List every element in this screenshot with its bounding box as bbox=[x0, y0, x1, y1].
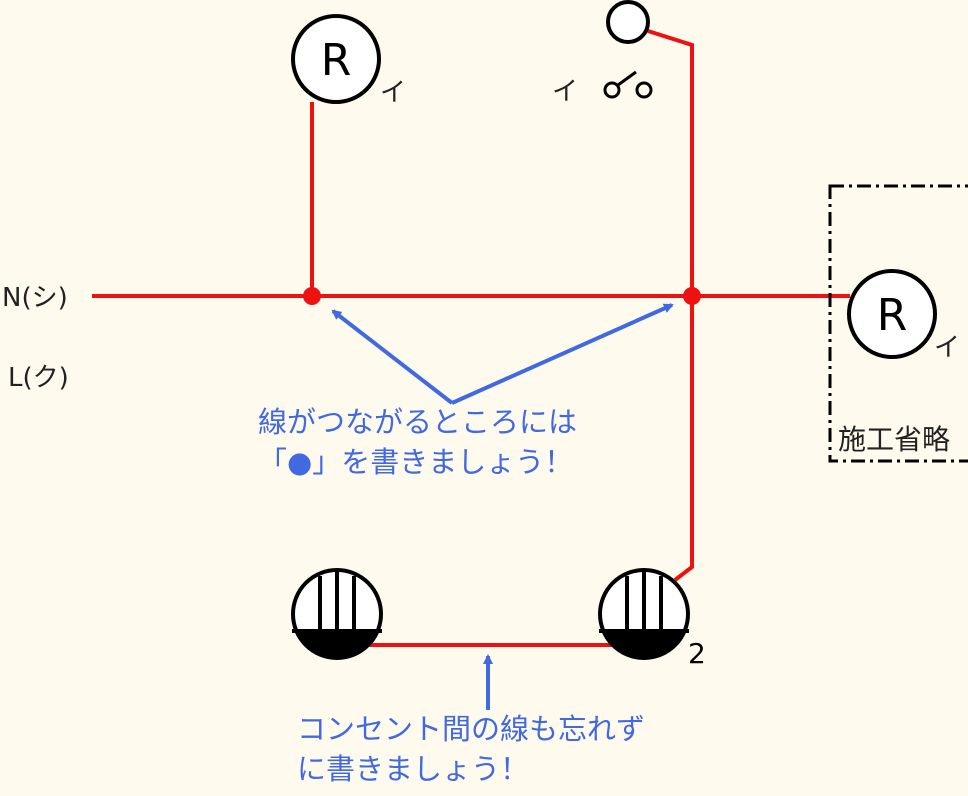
outlet-note-line: コンセント間の線も忘れず bbox=[297, 712, 645, 746]
omitted-construction-box: 施工省略 bbox=[828, 184, 968, 463]
junction-arrow-right bbox=[451, 303, 674, 405]
outlet-note: コンセント間の線も忘れず に書きましょう！ bbox=[297, 712, 645, 786]
live-wire-label: L(ク) bbox=[8, 363, 69, 393]
neutral-wire-label: N(シ) bbox=[2, 283, 68, 313]
switch-contact-right bbox=[635, 81, 653, 99]
lamp-symbol-letter: R bbox=[321, 35, 352, 86]
outlet-right: 2 bbox=[598, 568, 706, 670]
switch-box-symbol bbox=[606, 0, 650, 44]
lamp-label: イ bbox=[380, 78, 406, 108]
lamp-symbol bbox=[291, 14, 381, 104]
switch-wire bbox=[647, 29, 694, 582]
lamp-symbol bbox=[847, 269, 937, 359]
omitted-box-border bbox=[828, 184, 968, 463]
lamp-label: イ bbox=[934, 333, 960, 363]
switch-label: イ bbox=[552, 77, 578, 107]
outlet-outline bbox=[291, 568, 383, 660]
outlet-outline bbox=[598, 568, 690, 660]
junction-note-line: 線がつながるところには bbox=[258, 405, 577, 439]
switch-blade bbox=[617, 70, 637, 87]
lamp-right: R イ bbox=[847, 269, 960, 363]
lamp-top: R イ bbox=[291, 14, 406, 108]
outlet-note-line: に書きましょう！ bbox=[297, 752, 529, 786]
junction-note-line: 「●」を書きましょう！ bbox=[258, 445, 573, 479]
junction-arrow-left bbox=[331, 309, 454, 405]
lamp-symbol-letter: R bbox=[877, 290, 908, 341]
junction-dot bbox=[303, 287, 321, 305]
omitted-box-label: 施工省略 bbox=[838, 423, 950, 456]
outlet-count-label: 2 bbox=[688, 637, 706, 670]
switch-contact-left bbox=[603, 81, 621, 99]
outlet-left bbox=[291, 568, 383, 660]
switch: イ bbox=[552, 0, 653, 107]
annotation-arrows bbox=[331, 303, 674, 710]
junction-dot bbox=[683, 287, 701, 305]
junction-note: 線がつながるところには 「●」を書きましょう！ bbox=[258, 405, 577, 479]
wires bbox=[92, 29, 850, 647]
